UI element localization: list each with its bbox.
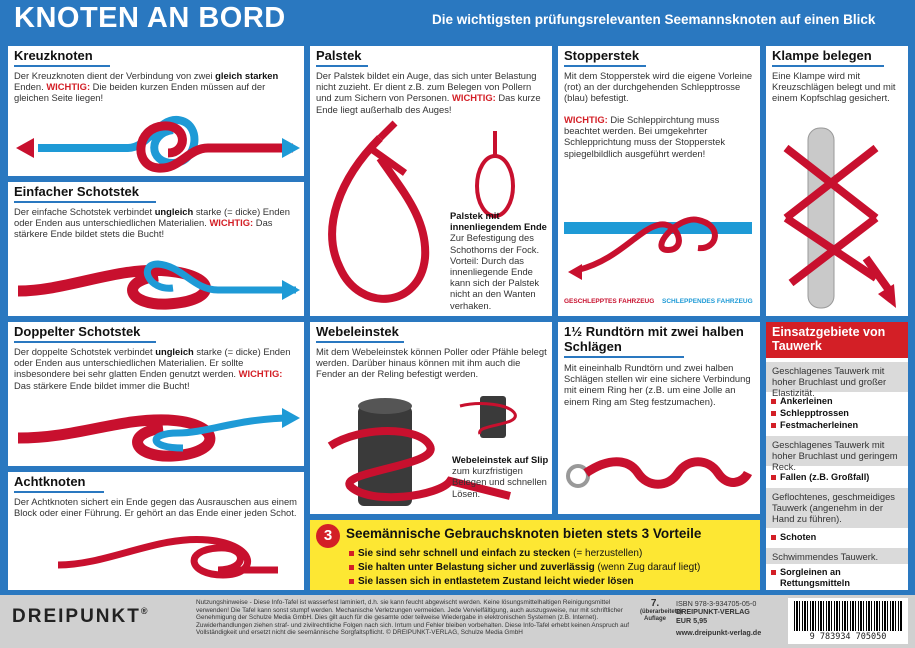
webeleinstek-text: Mit dem Webeleinstek können Poller oder …	[316, 346, 547, 380]
achtknoten-text: Der Achtknoten sichert ein Ende gegen da…	[14, 496, 297, 519]
label-geschleppt: GESCHLEPPTES FAHRZEUG	[564, 298, 655, 305]
stopperstek-text2: WICHTIG: Die Schleppirchtung muss beacht…	[564, 114, 726, 159]
palstek-inner-illustration	[475, 131, 515, 218]
header-bar	[0, 0, 915, 40]
vorteile-title: Seemännische Gebrauchsknoten bieten stet…	[346, 526, 702, 541]
rundtoern-title: 1½ Rundtörn mit zwei halben Schlägen	[564, 324, 744, 354]
panel-klampe: Klampe belegen Eine Klampe wird mit Kreu…	[764, 44, 910, 318]
publication-info: ISBN 978-3-934705-05-0 DREIPUNKT-VERLAG …	[676, 599, 762, 638]
isbn: ISBN 978-3-934705-05-0	[676, 599, 757, 608]
title-underline	[14, 201, 156, 203]
achtknoten-title: Achtknoten	[14, 474, 86, 489]
vorteil-item: Sie halten unter Belastung sicher und zu…	[348, 562, 701, 573]
klampe-text: Eine Klampe wird mit Kreuzschlägen beleg…	[772, 70, 896, 104]
title-underline	[564, 356, 684, 358]
barcode-number: 9 783934 705050	[809, 632, 887, 642]
doppelter-illustration	[17, 408, 300, 462]
vorteil-item: Sie sind sehr schnell und einfach zu ste…	[348, 548, 643, 559]
title-underline	[772, 65, 884, 67]
title-underline	[14, 491, 104, 493]
einsatz-item: Fallen (z.B. Großfall)	[770, 472, 870, 482]
footer-bar	[0, 595, 915, 648]
panel-einfacher-schotstek: Einfacher Schotstek Der einfache Schotst…	[6, 180, 306, 318]
panel-rundtoern: 1½ Rundtörn mit zwei halben Schlägen Mit…	[556, 320, 762, 516]
einsatz-group-1: Geschlagenes Tauwerk mit hoher Bruchlast…	[766, 362, 908, 398]
doppelter-text: Der doppelte Schotstek verbindet ungleic…	[14, 346, 291, 391]
vorteil-item: Sie lassen sich in entlastetem Zustand l…	[349, 576, 634, 587]
title-underline	[564, 65, 646, 67]
stopperstek-illustration	[564, 216, 752, 280]
einsatz-item: Schoten	[770, 532, 817, 542]
panel-palstek: Palstek Der Palstek bildet ein Auge, das…	[308, 44, 554, 318]
title-underline	[316, 65, 368, 67]
panel-kreuzknoten: Kreuzknoten Der Kreuzknoten dient der Ve…	[6, 44, 306, 178]
einsatz-group-3: Geflochtenes, geschmeidiges Tauwerk (ang…	[766, 488, 908, 528]
schotstek-title: Einfacher Schotstek	[14, 184, 139, 199]
title-underline	[14, 65, 110, 67]
einsatz-item: Sorgleinen an Rettungsmitteln	[771, 567, 904, 589]
footer-notes: Nutzungshinweise - Diese Info-Tafel ist …	[196, 599, 630, 637]
barcode: 9 783934 705050	[788, 598, 908, 644]
palstek-illustration	[328, 120, 430, 303]
palstek-title: Palstek	[316, 48, 362, 63]
einsatz-item: Ankerleinen	[771, 396, 833, 406]
title-underline	[14, 341, 156, 343]
einsatz-item: Festmacherleinen	[770, 420, 859, 430]
vorteile-number-badge: 3	[316, 524, 340, 548]
stopperstek-title: Stopperstek	[564, 48, 640, 63]
schotstek-illustration	[17, 260, 300, 310]
kreuzknoten-illustration	[16, 116, 300, 173]
stopperstek-text1: Mit dem Stopperstek wird die eigene Vorl…	[564, 70, 753, 104]
einsatz-group-4: Schwimmendes Tauwerk.	[766, 548, 908, 564]
rundtoern-text: Mit eineinhalb Rundtörn und zwei halben …	[564, 362, 751, 407]
doppelter-title: Doppelter Schotstek	[14, 324, 141, 339]
achtknoten-illustration	[57, 535, 278, 579]
publisher-url: www.dreipunkt-verlag.de	[676, 628, 762, 638]
panel-stopperstek: Stopperstek Mit dem Stopperstek wird die…	[556, 44, 762, 318]
panel-achtknoten: Achtknoten Der Achtknoten sichert ein En…	[6, 470, 306, 592]
webeleinstek-title: Webeleinstek	[316, 324, 399, 339]
publisher-logo: DREIPUNKT®	[12, 606, 150, 627]
page-title: KNOTEN AN BORD	[14, 2, 286, 34]
publisher-name: DREIPUNKT-VERLAG	[676, 607, 750, 617]
schotstek-text: Der einfache Schotstek verbindet ungleic…	[14, 206, 290, 240]
einsatz-title: Einsatzgebiete von Tauwerk	[766, 322, 908, 358]
klampe-title: Klampe belegen	[772, 48, 872, 63]
kreuzknoten-text: Der Kreuzknoten dient der Verbindung von…	[14, 70, 279, 104]
panel-vorteile: 3 Seemännische Gebrauchsknoten bieten st…	[308, 518, 762, 592]
edition: 7.(überarbeitete) Auflage	[640, 598, 683, 623]
klampe-illustration	[783, 127, 896, 309]
price: EUR 5,95	[676, 615, 708, 625]
einsatz-item: Schlepptrossen	[771, 408, 849, 418]
title-underline	[316, 341, 404, 343]
panel-einsatzgebiete: Einsatzgebiete von Tauwerk Geschlagenes …	[764, 320, 910, 592]
kreuzknoten-title: Kreuzknoten	[14, 48, 93, 63]
palstek-text: Der Palstek bildet ein Auge, das sich un…	[316, 70, 541, 115]
panel-doppelter-schotstek: Doppelter Schotstek Der doppelte Schotst…	[6, 320, 306, 468]
panel-webeleinstek: Webeleinstek Mit dem Webeleinstek können…	[308, 320, 554, 516]
barcode-bars	[794, 601, 902, 631]
einsatz-group-2: Geschlagenes Tauwerk mit hoher Bruchlast…	[766, 436, 908, 472]
webeleinstek-illustration	[327, 396, 517, 506]
rundtoern-illustration	[566, 457, 753, 489]
label-schleppend: SCHLEPPENDES FAHRZEUG	[662, 298, 753, 305]
page-subtitle: Die wichtigsten prüfungsrelevanten Seema…	[432, 12, 876, 27]
